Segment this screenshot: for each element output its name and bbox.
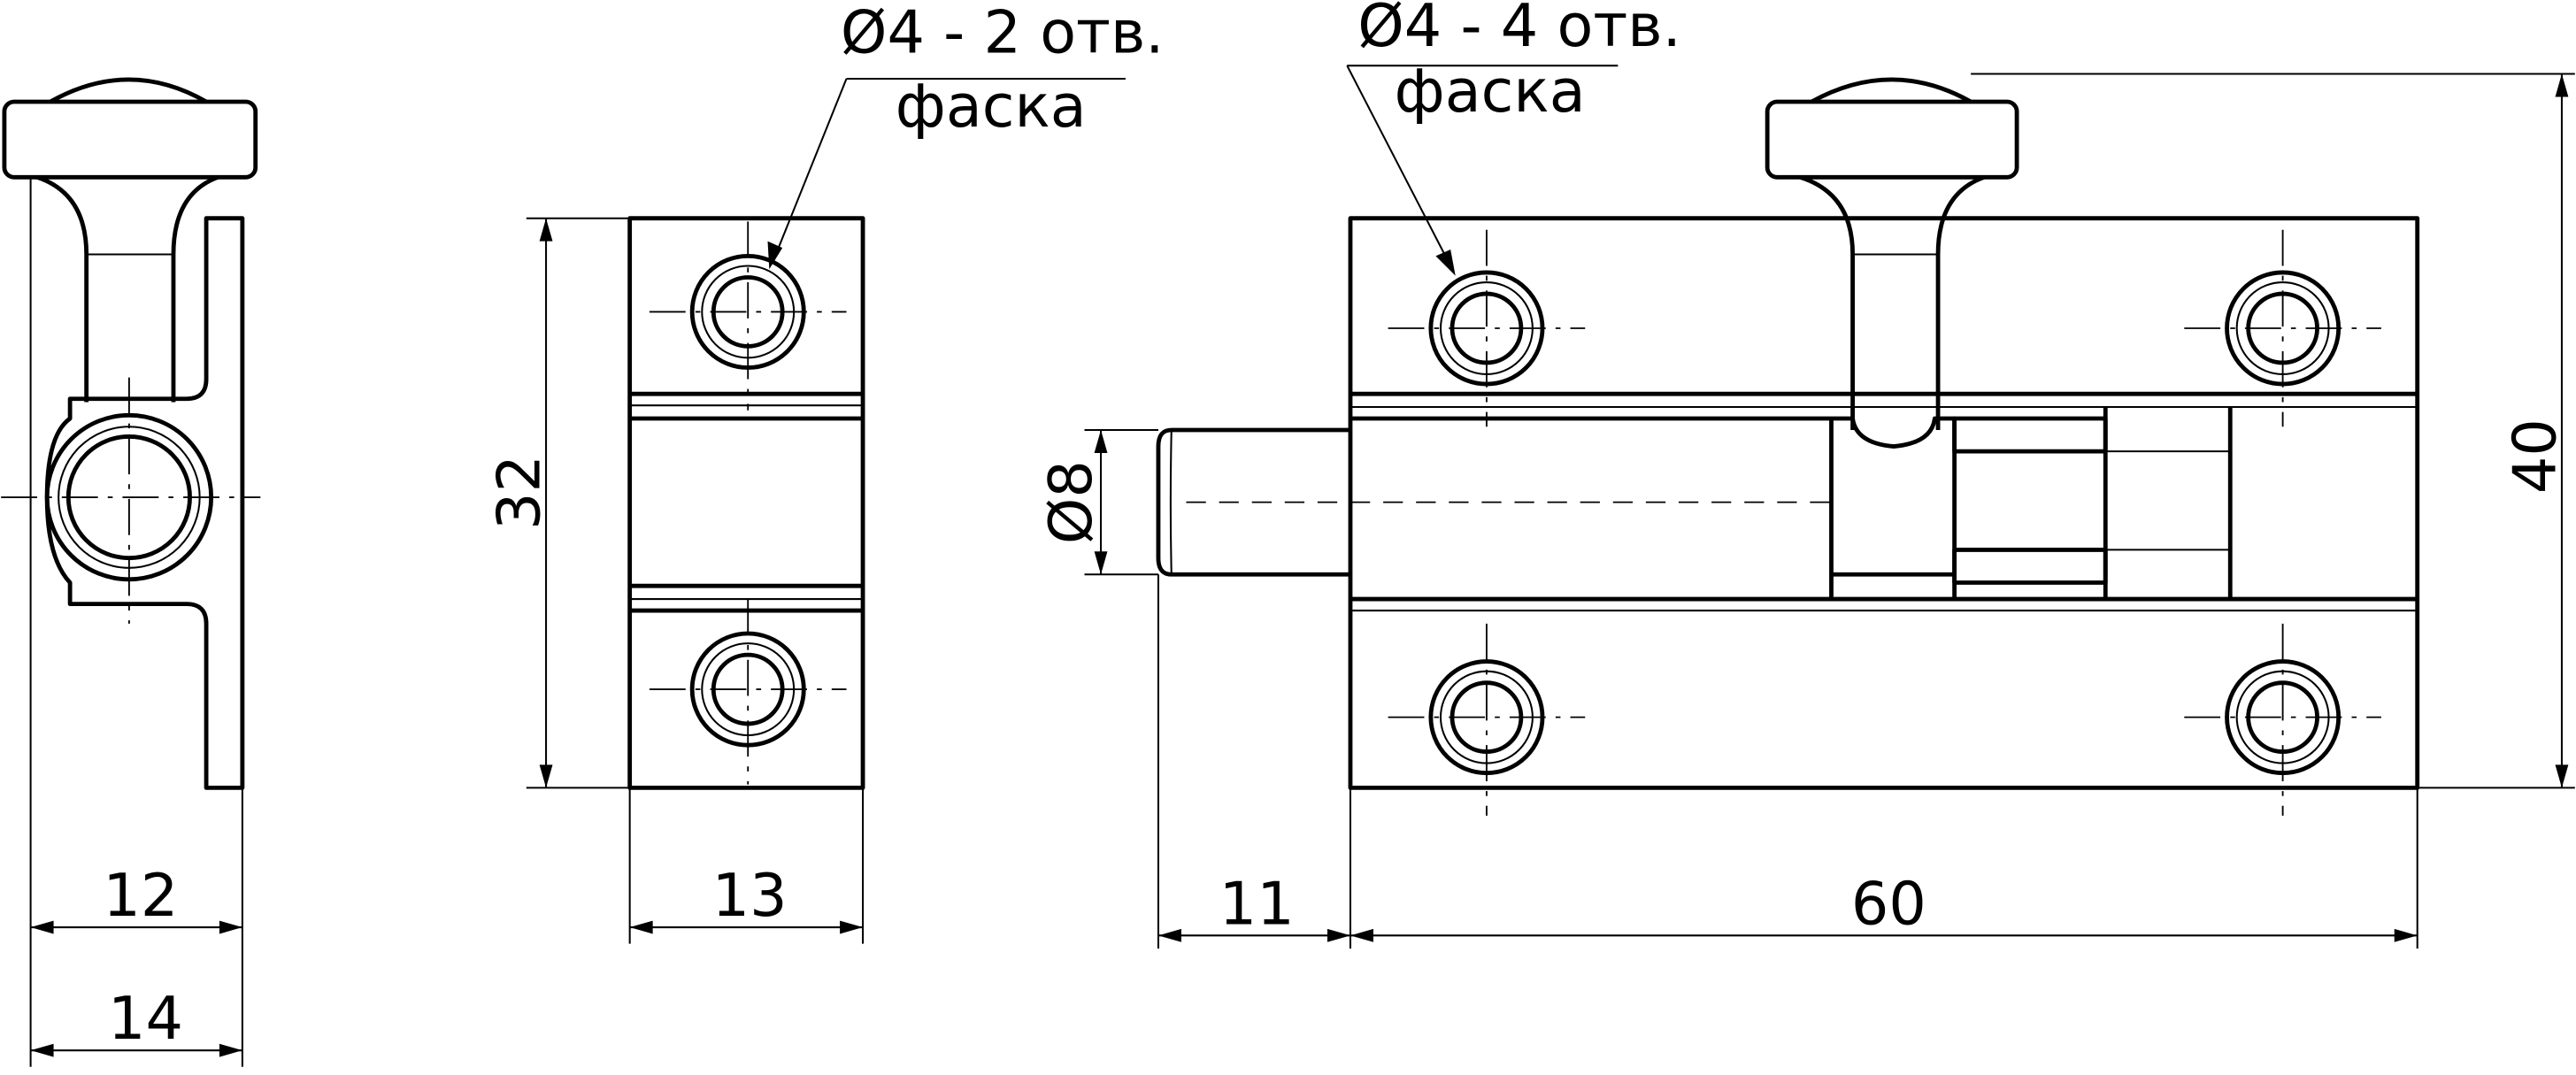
dim-32-label: 32 — [485, 455, 554, 530]
dim-d8: Ø8 — [1036, 430, 1108, 575]
knob-stem — [36, 175, 219, 403]
dim-11: 11 — [1157, 869, 1350, 942]
knob-stem — [1799, 175, 1985, 430]
mount-hole — [649, 221, 847, 411]
arrow — [1435, 249, 1456, 276]
knob-dome — [1811, 77, 1972, 104]
mount-hole — [2184, 623, 2381, 816]
slot — [1952, 548, 2108, 585]
dim-14: 14 — [30, 984, 242, 1057]
holes-side-label: Ø4 - 2 отв. — [841, 0, 1165, 66]
mount-hole — [649, 599, 847, 785]
arrow — [30, 1043, 242, 1057]
arrow — [30, 920, 242, 934]
leader-line — [772, 78, 848, 264]
middle-end-view — [526, 216, 865, 944]
knob-cap — [2, 99, 258, 180]
front-view — [1084, 73, 2575, 949]
dim-13-label: 13 — [712, 861, 788, 930]
bolt-pin-chamfer — [1169, 429, 1173, 575]
dim-d8-label: Ø8 — [1036, 460, 1105, 544]
dim-11-label: 11 — [1219, 869, 1295, 938]
holes-front-label: Ø4 - 4 отв. — [1357, 0, 1681, 60]
knob-cap — [1765, 99, 2019, 180]
dim-13: 13 — [629, 861, 864, 934]
leader-holes-side: Ø4 - 2 отв. фаска — [767, 0, 1165, 270]
bolt-body — [1350, 416, 1957, 600]
dim-14-label: 14 — [108, 984, 183, 1053]
dim-60-label: 60 — [1851, 869, 1926, 938]
chamfer-front-label: фаска — [1395, 57, 1586, 126]
dim-60: 60 — [1350, 869, 2418, 942]
mount-hole — [2184, 229, 2381, 427]
dim-12-label: 12 — [103, 861, 178, 930]
arrow — [767, 241, 783, 270]
dim-40: 40 — [2501, 73, 2570, 788]
arrow — [1157, 928, 1350, 942]
left-side-view — [1, 77, 261, 1067]
knob-dome — [49, 77, 208, 104]
dim-12: 12 — [30, 861, 242, 934]
mount-hole — [1388, 623, 1586, 816]
slot — [1952, 416, 2108, 454]
dim-40-label: 40 — [2501, 418, 2570, 494]
leader-holes-front: Ø4 - 4 отв. фаска — [1346, 0, 1681, 276]
chamfer-side-label: фаска — [896, 72, 1087, 141]
dim-32: 32 — [485, 218, 554, 788]
bolt-pin — [1156, 427, 1350, 577]
leader-line — [1346, 65, 1452, 266]
mount-hole — [1388, 229, 1586, 427]
plate-outline — [627, 216, 865, 790]
